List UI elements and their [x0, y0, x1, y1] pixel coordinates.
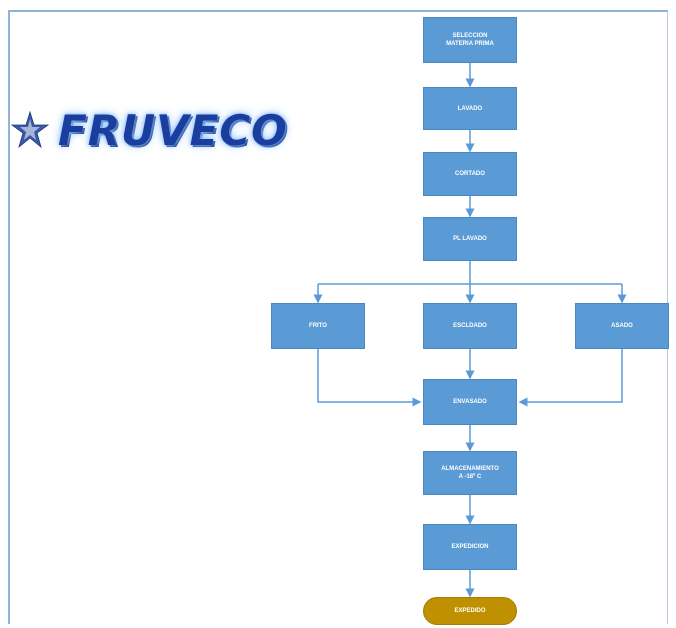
step-blanqueo-label: PL LAVADO — [453, 236, 487, 242]
end-oval-label: EXPEDIDO — [454, 608, 486, 614]
step-branch-right: ASADO — [575, 303, 669, 349]
logo-text: FRUVECO — [58, 105, 288, 155]
arrow-left-to-envasado — [317, 349, 422, 407]
step-envasado: ENVASADO — [423, 379, 517, 425]
step-seleccion-line1: SELECCION — [452, 33, 488, 39]
step-branch-right-label: ASADO — [611, 323, 633, 329]
step-lavado-label: LAVADO — [457, 105, 483, 112]
step-envasado-label: ENVASADO — [453, 399, 487, 405]
step-branch-left: FRITO — [271, 303, 365, 349]
step-expedicion: EXPEDICION — [423, 524, 517, 570]
step-cortado: CORTADO — [423, 152, 517, 196]
fruveco-logo: FRUVECO — [10, 100, 288, 160]
step-branch-left-label: FRITO — [309, 323, 327, 329]
step-blanqueo: PL LAVADO — [423, 217, 517, 261]
step-expedicion-label: EXPEDICION — [451, 544, 489, 550]
end-oval: EXPEDIDO — [423, 597, 517, 625]
step-almacenamiento: ALMACENAMIENTO A -18º C — [423, 451, 517, 495]
step-seleccion-line2: MATERIA PRIMA — [446, 41, 494, 47]
step-almacenamiento-line1: ALMACENAMIENTO — [441, 466, 499, 472]
step-seleccion: SELECCION MATERIA PRIMA — [423, 17, 517, 63]
arrow-right-to-envasado — [518, 349, 623, 407]
step-branch-center-label: ESCLDADO — [453, 323, 487, 329]
step-branch-center: ESCLDADO — [423, 303, 517, 349]
star-icon — [10, 110, 50, 149]
step-lavado: LAVADO — [423, 87, 517, 130]
step-cortado-label: CORTADO — [455, 171, 485, 177]
step-almacenamiento-line2: A -18º C — [458, 474, 482, 480]
